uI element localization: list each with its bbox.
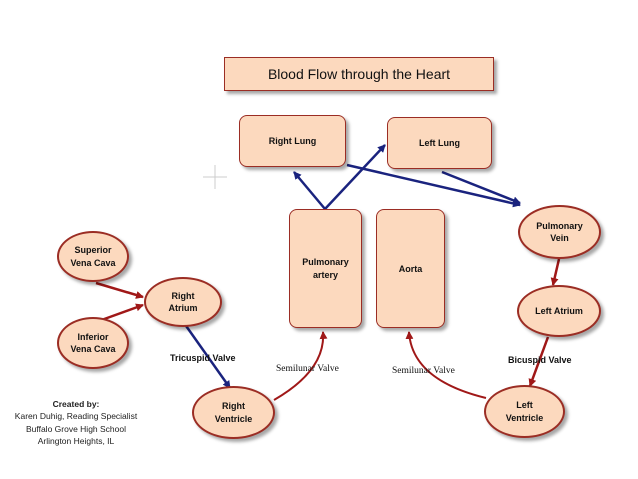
arrow-la-to-lv <box>528 336 550 387</box>
diagram-title: Blood Flow through the Heart <box>224 57 494 91</box>
credit-line-2: Buffalo Grove High School <box>25 423 126 434</box>
arrow-svc-to-ra <box>95 281 144 299</box>
arrow-left-lung-to-vein <box>441 170 521 205</box>
semilunar-valve-label-right: Semilunar Valve <box>392 366 455 376</box>
arrow-pa-to-left-lung <box>324 144 386 210</box>
arrow-lv-to-aorta <box>405 331 487 399</box>
arrow-rv-to-pa <box>273 331 328 401</box>
credit-line-1: Karen Duhig, Reading Specialist <box>14 411 138 422</box>
credit-line-3: Arlington Heights, IL <box>37 435 115 446</box>
arrow-right-lung-to-vein <box>346 163 521 208</box>
superior-vena-cava-oval: Superior Vena Cava <box>57 231 129 282</box>
inferior-vena-cava-oval: Inferior Vena Cava <box>57 317 129 369</box>
credit-heading: Created by: <box>52 399 100 409</box>
semilunar-valve-label-left: Semilunar Valve <box>276 364 339 374</box>
left-ventricle-oval: Left Ventricle <box>484 385 565 438</box>
cross-mark <box>203 165 227 189</box>
aorta-box: Aorta <box>376 209 445 328</box>
right-ventricle-oval: Right Ventricle <box>192 386 275 439</box>
tricuspid-valve-label: Tricuspid Valve <box>170 353 236 363</box>
arrow-vein-to-la <box>550 258 561 286</box>
pulmonary-vein-oval: Pulmonary Vein <box>518 205 601 259</box>
arrow-pa-to-right-lung <box>293 171 326 210</box>
credits: Created by: Karen Duhig, Reading Special… <box>0 398 152 447</box>
bicuspid-valve-label: Bicuspid Valve <box>508 355 572 365</box>
left-atrium-oval: Left Atrium <box>517 285 601 337</box>
left-lung-box: Left Lung <box>387 117 492 169</box>
right-atrium-oval: Right Atrium <box>144 277 222 327</box>
right-lung-box: Right Lung <box>239 115 346 167</box>
arrow-ra-to-rv <box>182 322 232 389</box>
pulmonary-artery-box: Pulmonary artery <box>289 209 362 328</box>
